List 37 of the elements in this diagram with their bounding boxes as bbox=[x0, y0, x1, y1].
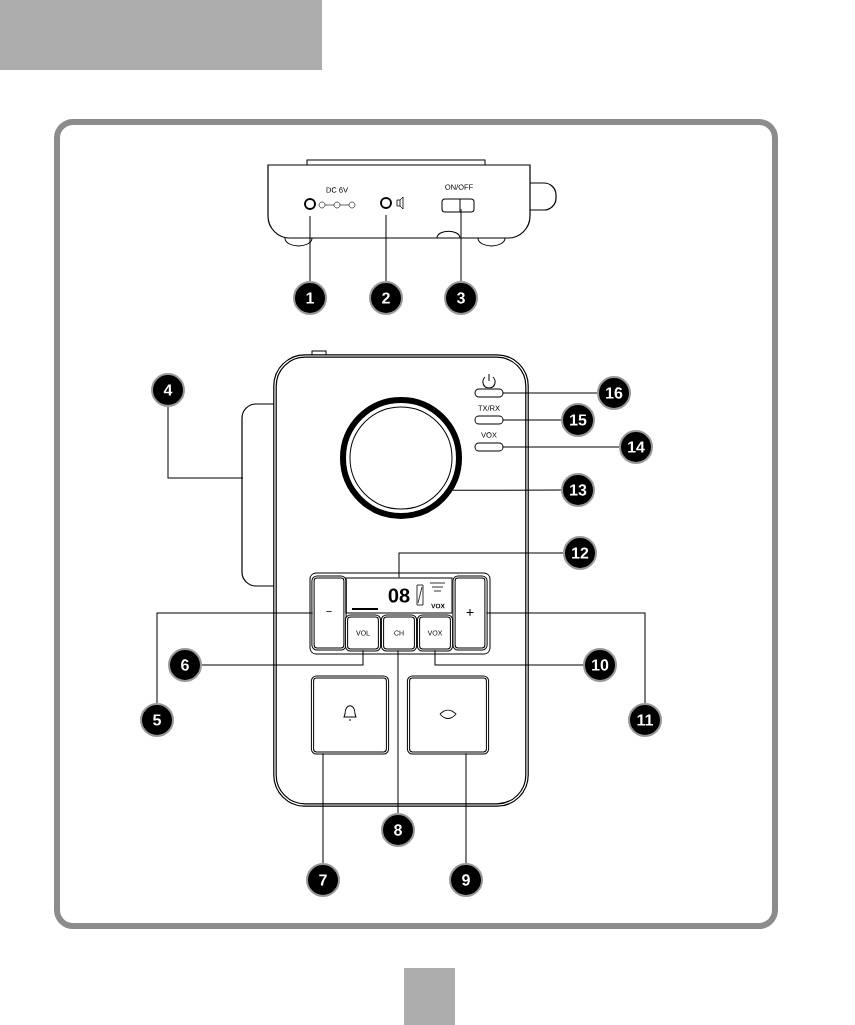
leader-line bbox=[452, 489, 562, 491]
leader-line bbox=[309, 215, 311, 282]
leader-line bbox=[460, 208, 462, 282]
leader-line bbox=[322, 753, 324, 864]
leader-line bbox=[465, 753, 467, 864]
callout-number: 13 bbox=[561, 473, 595, 507]
leader-line bbox=[486, 612, 646, 704]
callout-number: 15 bbox=[561, 403, 595, 437]
callout-number: 12 bbox=[563, 536, 597, 570]
bell-button bbox=[310, 675, 390, 755]
leader-line bbox=[201, 650, 364, 666]
callout-number: 1 bbox=[293, 281, 327, 315]
callout-number: 5 bbox=[140, 703, 174, 737]
callout-number: 16 bbox=[597, 376, 631, 410]
callout-number: 6 bbox=[168, 648, 202, 682]
leader-line bbox=[502, 392, 598, 394]
leader-line bbox=[156, 612, 313, 704]
callout-number: 3 bbox=[444, 281, 478, 315]
callout-number: 7 bbox=[306, 863, 340, 897]
leader-line bbox=[397, 650, 399, 814]
leader-line bbox=[167, 406, 244, 479]
talk-button bbox=[406, 675, 490, 755]
callout-number: 4 bbox=[151, 373, 185, 407]
plus-button: + bbox=[452, 575, 488, 651]
callout-number: 10 bbox=[583, 648, 617, 682]
leader-line bbox=[398, 552, 564, 578]
leader-line bbox=[434, 650, 584, 666]
callout-number: 9 bbox=[449, 863, 483, 897]
callout-number: 11 bbox=[628, 703, 662, 737]
callout-number: 2 bbox=[369, 281, 403, 315]
callout-number: 8 bbox=[381, 813, 415, 847]
leader-line bbox=[502, 419, 562, 421]
leader-line bbox=[385, 214, 387, 282]
leader-line bbox=[502, 446, 620, 448]
speaker-grille bbox=[340, 397, 462, 519]
minus-button: − bbox=[311, 575, 347, 651]
callout-number: 14 bbox=[619, 430, 653, 464]
